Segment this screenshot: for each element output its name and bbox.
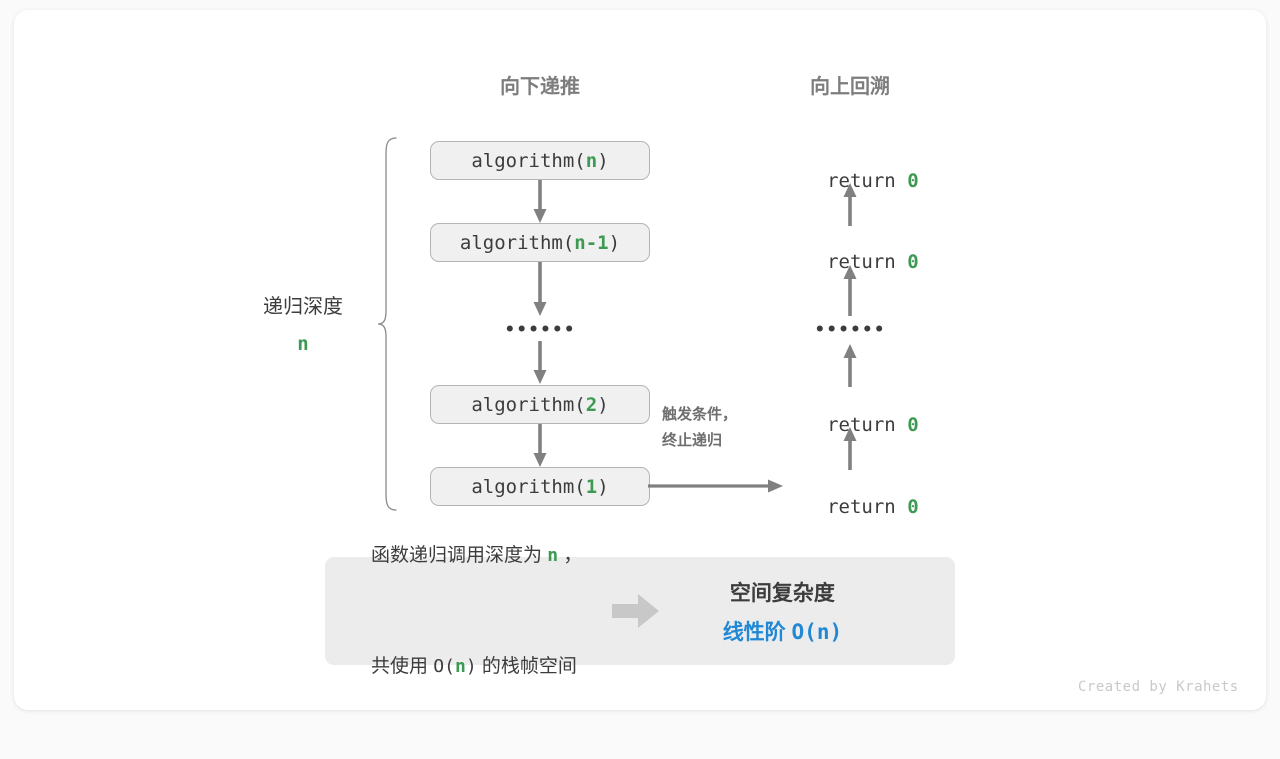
return-value: 0 [907, 496, 919, 518]
call-box-2[interactable]: algorithm(2) [430, 385, 650, 424]
up-arrow-4 [840, 426, 860, 470]
return-label-4: return 0 [740, 474, 960, 540]
call-arg: n [585, 149, 598, 172]
return-text: return [827, 170, 908, 192]
recursion-depth-value: n [297, 333, 309, 355]
summary-complexity-order: 线性阶 [722, 620, 792, 644]
call-suffix: ) [608, 231, 621, 254]
summary-line-2: 共使用 O(n) 的栈帧空间 [371, 648, 582, 685]
summary-line2-n: n [454, 656, 466, 678]
return-label-3: return 0 [740, 392, 960, 458]
call-arg: 1 [585, 475, 598, 498]
summary-line2-b: 的栈帧空间 [476, 656, 577, 678]
summary-line2-c: ) [465, 656, 477, 678]
summary-complexity-bigo: O(n) [791, 619, 843, 644]
call-box-1[interactable]: algorithm(1) [430, 467, 650, 506]
summary-line2-a: 共使用 [371, 656, 434, 678]
return-text: return [827, 496, 908, 518]
column-header-down: 向下递推 [500, 76, 580, 98]
summary-panel: 函数递归调用深度为 n ， 共使用 O(n) 的栈帧空间 空间复杂度 线性阶 O… [325, 545, 955, 677]
summary-right: 空间复杂度 线性阶 O(n) [692, 577, 872, 646]
call-prefix: algorithm( [471, 393, 586, 416]
call-arg: 2 [585, 393, 598, 416]
down-arrow-3 [530, 341, 550, 385]
up-arrow-3 [840, 343, 860, 387]
call-suffix: ) [597, 149, 609, 172]
summary-complexity-title: 空间复杂度 [729, 581, 835, 605]
base-case-arrow [648, 476, 784, 496]
call-ellipsis: •••••• [504, 320, 576, 340]
return-text: return [827, 414, 908, 436]
depth-brace [376, 136, 402, 512]
return-text: return [827, 251, 908, 273]
column-header-up: 向上回溯 [810, 76, 890, 98]
up-arrow-1 [840, 182, 860, 226]
return-label-2: return 0 [740, 229, 960, 295]
call-prefix: algorithm( [471, 149, 586, 172]
call-prefix: algorithm( [459, 231, 575, 254]
credit-text: Created by Krahets [1078, 679, 1239, 695]
summary-line1-n: n [547, 544, 559, 566]
call-suffix: ) [597, 393, 609, 416]
summary-line-1: 函数递归调用深度为 n ， [371, 537, 582, 574]
summary-block-arrow [612, 591, 660, 631]
down-arrow-4 [530, 424, 550, 468]
call-box-n[interactable]: algorithm(n) [430, 141, 650, 180]
trigger-note-line2: 终止递归 [662, 432, 723, 450]
down-arrow-2 [530, 262, 550, 317]
return-value: 0 [907, 170, 919, 192]
trigger-note-line1: 触发条件， [662, 406, 738, 423]
summary-line1-b: ， [558, 544, 583, 566]
summary-left-text: 函数递归调用深度为 n ， 共使用 O(n) 的栈帧空间 [371, 463, 582, 759]
recursion-depth-text: 递归深度 [263, 296, 343, 318]
summary-complexity-value: 线性阶 O(n) [692, 616, 872, 646]
return-value: 0 [907, 414, 919, 436]
call-arg: n-1 [574, 231, 609, 254]
return-ellipsis: •••••• [814, 320, 886, 340]
summary-line1-a: 函数递归调用深度为 [371, 544, 548, 566]
diagram-card: 向下递推 向上回溯 递归深度 n algorithm(n) algorithm(… [14, 10, 1266, 710]
trigger-note: 触发条件， 终止递归 [662, 402, 737, 455]
recursion-depth-label: 递归深度 n [218, 288, 388, 362]
return-value: 0 [907, 251, 919, 273]
up-arrow-2 [840, 264, 860, 316]
return-label-1: return 0 [740, 148, 960, 214]
call-suffix: ) [597, 475, 609, 498]
summary-line2-o: O( [433, 656, 455, 678]
down-arrow-1 [530, 180, 550, 224]
call-box-n-1[interactable]: algorithm(n-1) [430, 223, 650, 262]
call-prefix: algorithm( [471, 475, 586, 498]
